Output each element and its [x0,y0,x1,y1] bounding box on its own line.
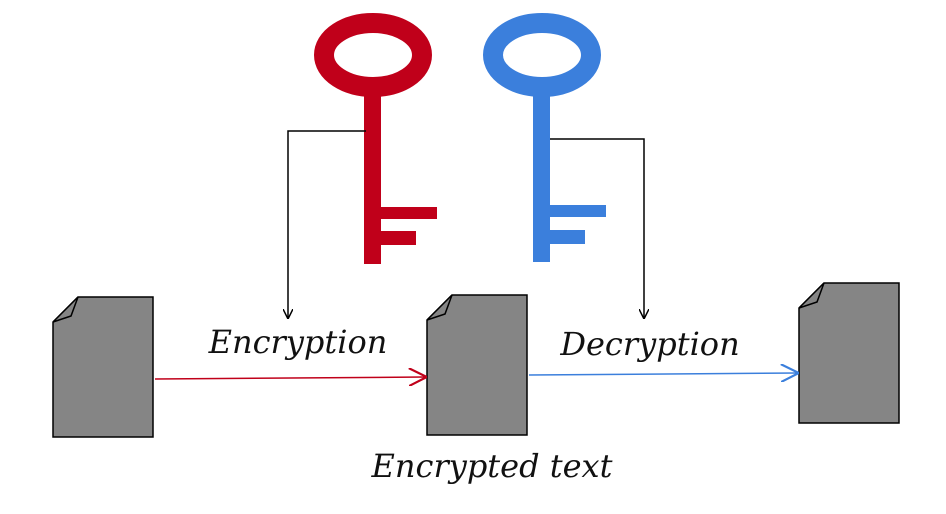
key-shaft [364,84,381,264]
encryption-arrow [154,377,425,379]
key-shaft [533,84,550,262]
encryption-key-connector [288,130,366,318]
plaintext-document-icon [52,296,154,438]
key-tooth-long [379,207,437,219]
key-tooth-short [379,231,416,245]
encrypted-document-icon [426,294,528,436]
decrypted-document-icon [798,282,900,424]
encryption-key-icon [314,13,437,264]
encryption-label: Encryption [208,323,388,361]
key-tooth-long [548,205,606,217]
document-fold [52,296,79,323]
decryption-label: Decryption [559,325,739,363]
key-ring [314,13,432,97]
key-tooth-short [548,230,585,244]
document-fold [426,294,453,321]
decryption-arrow [528,373,797,375]
key-ring [483,13,601,97]
decryption-key-icon [483,13,606,262]
document-fold [798,282,825,309]
decryption-key-connector [550,138,644,318]
encrypted-text-label: Encrypted text [371,447,613,485]
